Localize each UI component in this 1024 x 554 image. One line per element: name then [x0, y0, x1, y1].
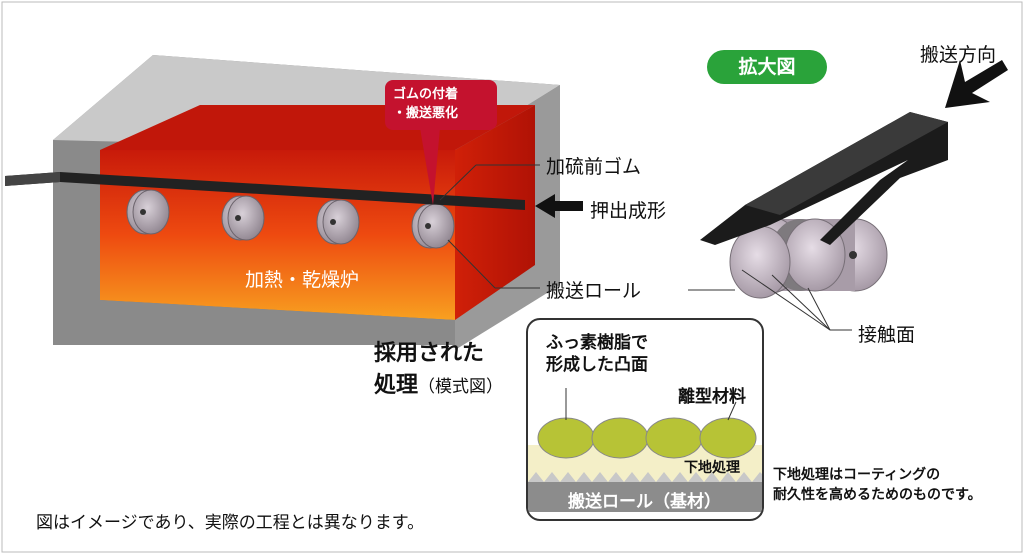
roller [221, 195, 265, 241]
direction-label: 搬送方向 [920, 44, 997, 66]
zoom-badge: 拡大図 [707, 50, 827, 84]
fluoro-dome [699, 417, 757, 459]
primer-note-line2: 耐久性を高めるためのものです。 [773, 487, 982, 503]
fluoro-label: ふっ素樹脂で 形成した凸面 [546, 332, 648, 376]
roller [126, 189, 170, 235]
fluoro-dome [537, 417, 595, 459]
callout-pointer [420, 128, 440, 205]
problem-callout: ゴムの付着 ・搬送悪化 [385, 80, 497, 130]
adopted-title: 採用された 処理（模式図） [374, 338, 503, 402]
schematic-drawing [528, 388, 762, 512]
primer-note-line1: 下地処理はコーティングの [773, 467, 941, 483]
contact-surface-label: 接触面 [858, 324, 916, 346]
fluoro-label-line1: ふっ素樹脂で [546, 333, 648, 353]
extrusion-arrow [535, 194, 583, 218]
roller [316, 199, 360, 245]
primer-note: 下地処理はコーティングの 耐久性を高めるためのものです。 [773, 465, 982, 505]
furnace-interior-right [455, 105, 535, 320]
zoom-roller [729, 216, 888, 299]
base-layer [528, 482, 762, 512]
primer-label: 下地処理 [684, 460, 740, 476]
fluoro-dome [645, 417, 703, 459]
extrusion-label: 押出成形 [590, 200, 667, 222]
leader-contact [741, 269, 831, 331]
oven-label: 加熱・乾燥炉 [245, 269, 360, 291]
primer-layer [528, 445, 762, 482]
release-material-label: 離型材料 [678, 387, 746, 407]
disclaimer: 図はイメージであり、実際の工程とは異なります。 [36, 513, 425, 533]
roller [411, 203, 455, 249]
leader-roll [447, 239, 496, 289]
callout-line2: ・搬送悪化 [393, 106, 459, 121]
leader-rubber [439, 164, 477, 201]
furnace-interior [100, 150, 455, 320]
callout-line1: ゴムの付着 [393, 87, 459, 102]
base-roll-label: 搬送ロール（基材） [568, 492, 721, 512]
adopted-title-line1: 採用された [374, 341, 485, 366]
fluoro-label-line2: 形成した凸面 [546, 355, 648, 375]
rubber-strip [5, 172, 525, 210]
adopted-title-line2: 処理 [374, 373, 419, 398]
direction-arrow [945, 60, 1008, 108]
schematic-box: ふっ素樹脂で 形成した凸面 離型材料 下地処理 搬送ロール（基材） [526, 318, 764, 521]
fluoro-dome [591, 417, 649, 459]
unvulcanized-rubber-label: 加硫前ゴム [546, 156, 642, 178]
adopted-title-sub: （模式図） [418, 377, 504, 397]
conveyor-roll-label: 搬送ロール [546, 280, 642, 302]
